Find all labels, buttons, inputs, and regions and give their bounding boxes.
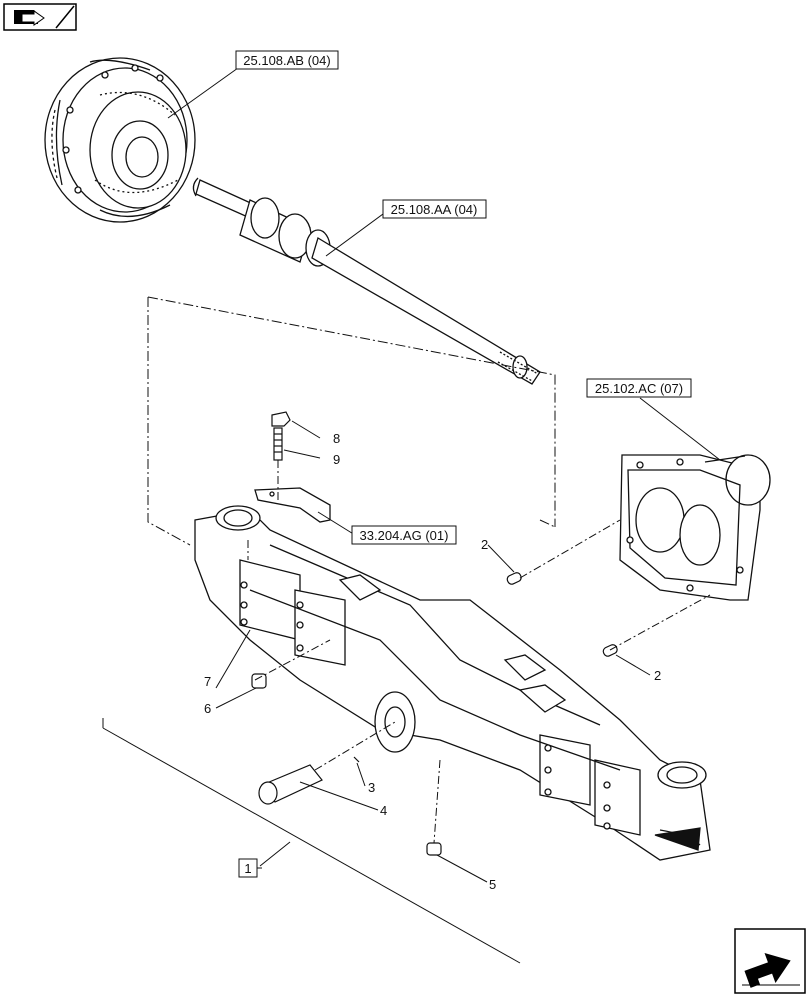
callout-1: 1 <box>238 858 262 878</box>
callout-label-5: 5 <box>489 877 496 892</box>
plug-part <box>426 842 442 856</box>
ref-label-planetary[interactable]: 25.108.AB (04) <box>243 53 330 68</box>
callout-label-4: 4 <box>380 803 387 818</box>
axle-shaft <box>192 177 541 385</box>
plug-part <box>251 673 267 689</box>
alignment-lines <box>247 460 711 844</box>
ref-label-bracket[interactable]: 33.204.AG (01) <box>360 528 449 543</box>
ref-box-planetary[interactable]: 25.108.AB (04) <box>235 50 339 70</box>
callout-label-3: 3 <box>368 780 375 795</box>
ref-box-differential[interactable]: 25.102.AC (07) <box>586 378 692 398</box>
callout-label-7: 7 <box>204 674 211 689</box>
differential-housing <box>619 454 771 601</box>
callout-label-2-upper: 2 <box>481 537 488 552</box>
ref-label-axle-shaft[interactable]: 25.108.AA (04) <box>391 202 478 217</box>
stud-part <box>273 427 283 461</box>
callout-label-8: 8 <box>333 431 340 446</box>
dowel-pin-upper <box>506 572 522 585</box>
planetary-ring-gear <box>44 57 196 223</box>
assembly-phantom-lines <box>147 296 556 546</box>
callout-label-1: 1 <box>244 861 251 876</box>
next-page-arrow-icon[interactable] <box>734 928 806 994</box>
leader-lines <box>102 67 721 964</box>
callout-label-6: 6 <box>204 701 211 716</box>
mounting-bracket <box>254 487 331 523</box>
ref-box-axle-shaft[interactable]: 25.108.AA (04) <box>382 199 487 219</box>
small-parts <box>251 411 618 856</box>
axle-casing <box>194 505 711 861</box>
book-arrow-icon[interactable] <box>3 3 77 31</box>
ref-label-differential[interactable]: 25.102.AC (07) <box>595 381 683 396</box>
ref-box-bracket[interactable]: 33.204.AG (01) <box>351 525 457 545</box>
pin-part <box>353 756 360 763</box>
callout-label-2-lower: 2 <box>654 668 661 683</box>
nut-part <box>271 411 291 427</box>
callout-label-9: 9 <box>333 452 340 467</box>
